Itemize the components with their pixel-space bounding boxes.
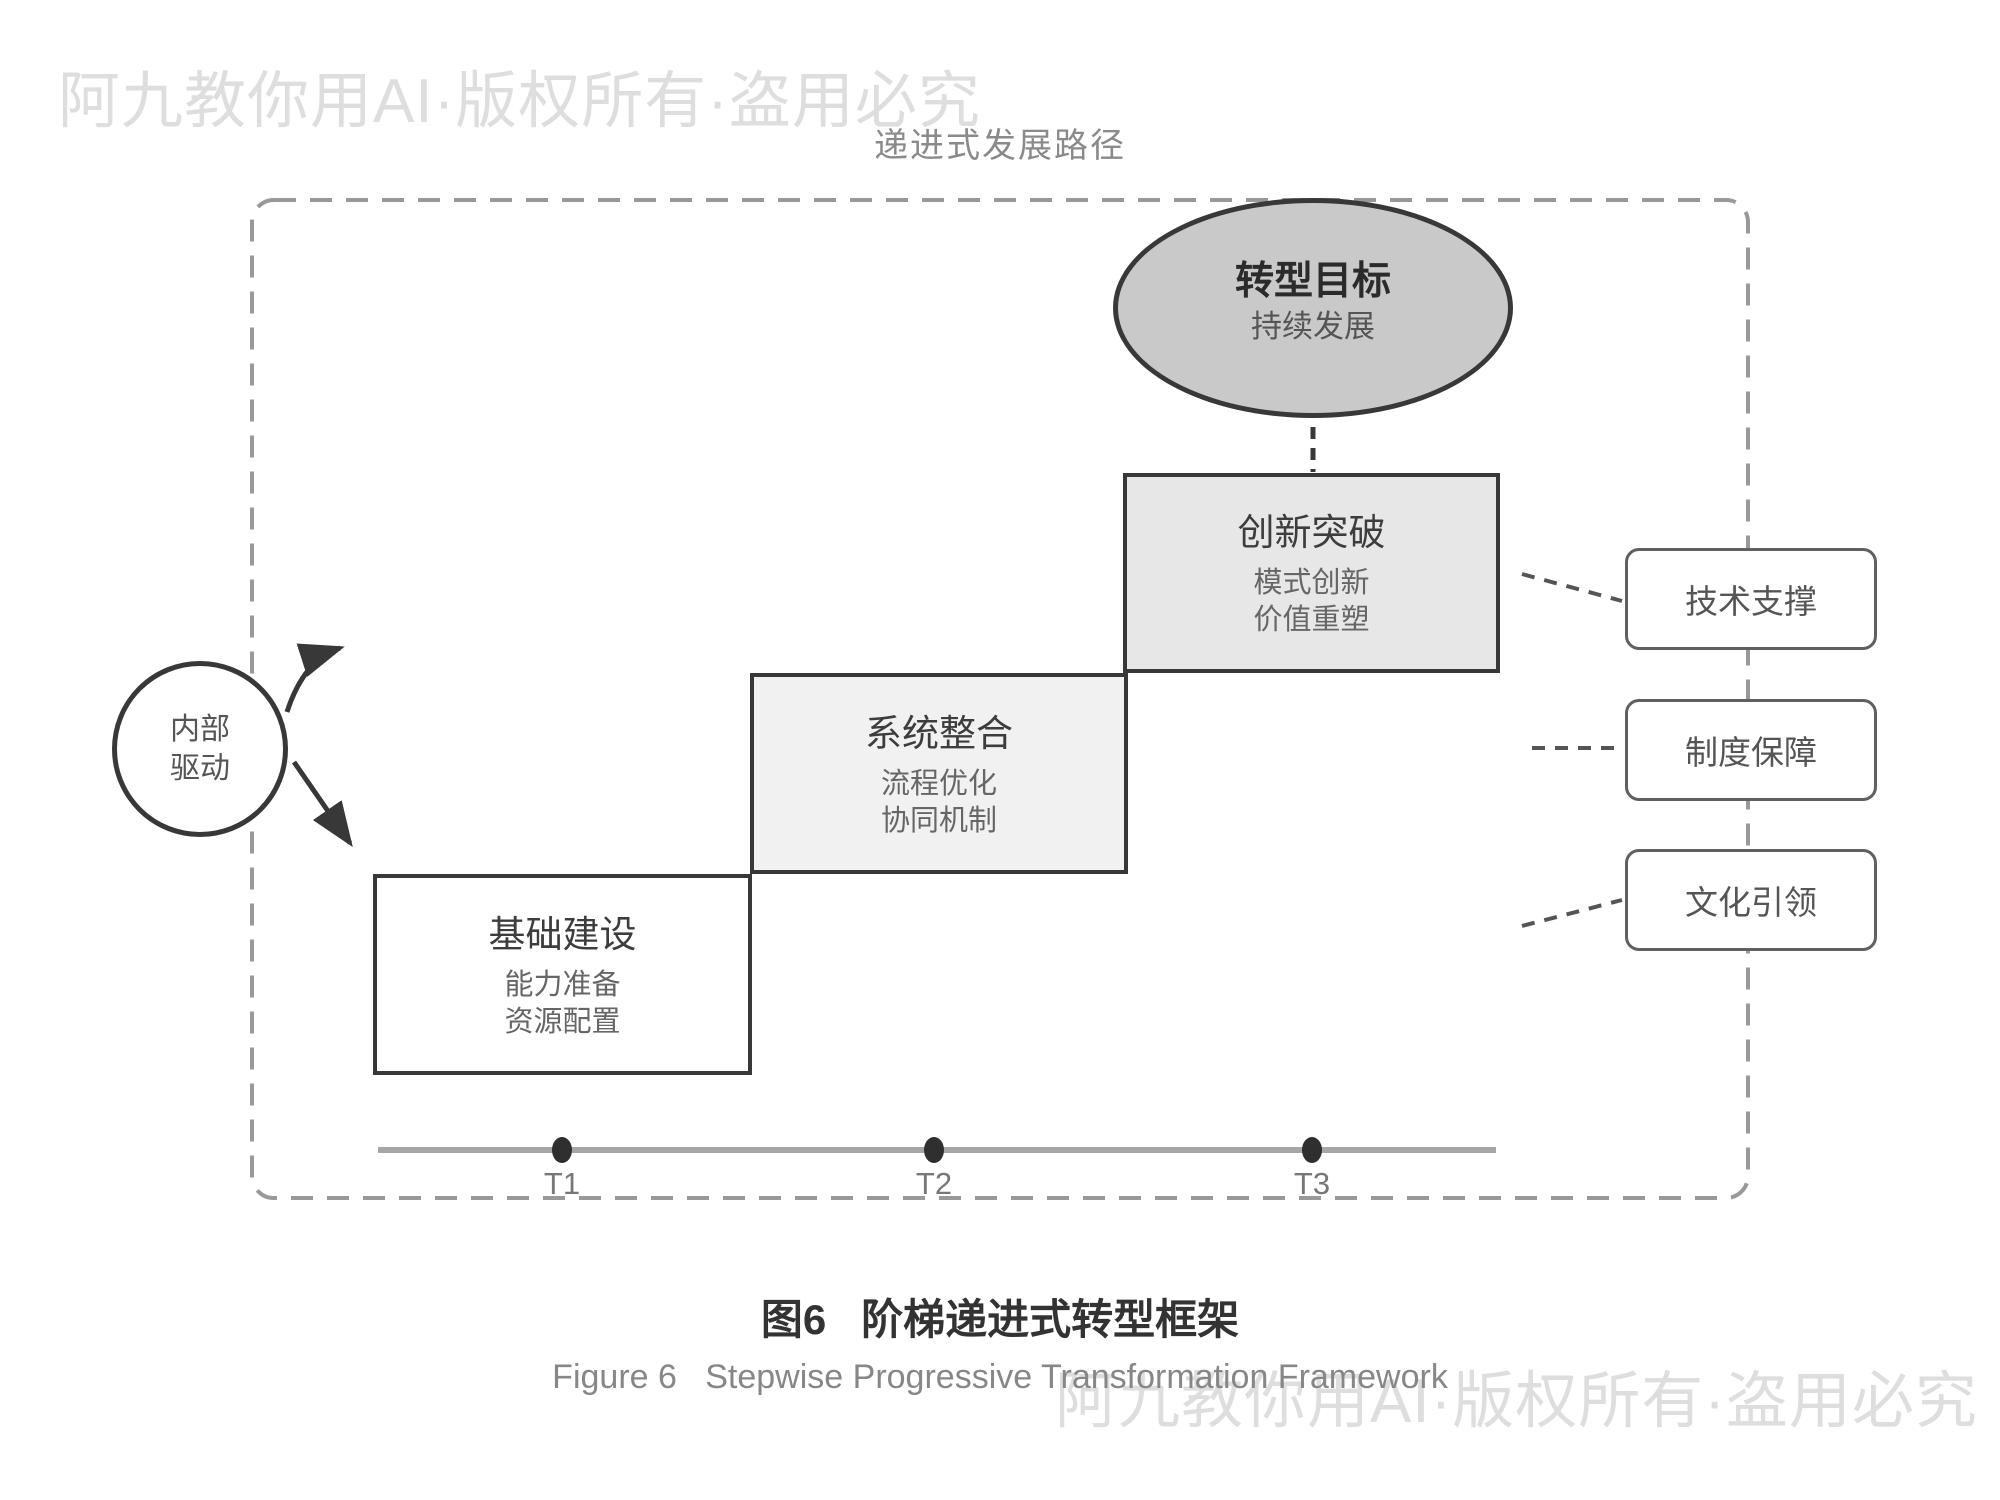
connector-to-support-culture <box>1521 898 1623 928</box>
timeline-dot-t3 <box>1302 1137 1322 1163</box>
goal-subtitle: 持续发展 <box>1251 309 1375 344</box>
stage-subtitle-line2: 价值重塑 <box>1253 604 1370 636</box>
timeline-label-t2: T2 <box>915 1166 953 1201</box>
timeline-label-t1: T1 <box>543 1166 581 1201</box>
stage-subtitle-line2: 协同机制 <box>880 804 997 837</box>
watermark-top: 阿九教你用AI·版权所有·盗用必究 <box>58 67 981 136</box>
stage-subtitle-line1: 能力准备 <box>504 968 621 1001</box>
stage-box-innovation: 创新突破 模式创新 价值重塑 <box>1123 473 1500 673</box>
timeline-label-t3: T3 <box>1293 1166 1331 1201</box>
stage-subtitle: 流程优化 协同机制 <box>881 766 997 840</box>
driver-curved-arrow <box>284 643 345 713</box>
diagram-title: 递进式发展路径 <box>874 127 1126 165</box>
stage-subtitle-line1: 模式创新 <box>1253 567 1370 599</box>
stage-title: 创新突破 <box>1237 512 1386 553</box>
goal-title: 转型目标 <box>1234 260 1391 303</box>
support-box-policy: 制度保障 <box>1625 699 1877 801</box>
support-box-tech: 技术支撑 <box>1625 548 1877 650</box>
driver-straight-arrow <box>291 760 353 848</box>
stage-subtitle-line2: 资源配置 <box>504 1005 621 1038</box>
timeline-dot-t1 <box>552 1137 572 1163</box>
driver-circle: 内部 驱动 <box>112 661 288 837</box>
stage-box-integration: 系统整合 流程优化 协同机制 <box>750 673 1128 874</box>
stage-subtitle-line1: 流程优化 <box>880 767 997 800</box>
stage-title: 系统整合 <box>865 712 1013 754</box>
support-label: 技术支撑 <box>1685 583 1817 620</box>
figure-caption-en: Figure 6 Stepwise Progressive Transforma… <box>552 1358 1448 1396</box>
stage-title: 基础建设 <box>488 913 637 955</box>
timeline-dot-t2 <box>924 1137 944 1163</box>
support-box-culture: 文化引领 <box>1625 849 1877 951</box>
driver-label-line1: 内部 <box>170 713 230 746</box>
connector-to-support-tech <box>1521 572 1623 603</box>
goal-ellipse: 转型目标 持续发展 <box>1113 198 1513 418</box>
stage-box-foundation: 基础建设 能力准备 资源配置 <box>373 874 752 1075</box>
watermark-bottom: 阿九教你用AI·版权所有·盗用必究 <box>1055 1367 1978 1436</box>
stage-subtitle: 能力准备 资源配置 <box>504 967 620 1041</box>
stage-subtitle: 模式创新 价值重塑 <box>1253 565 1369 639</box>
figure-caption-zh: 图6 阶梯递进式转型框架 <box>760 1296 1240 1343</box>
support-label: 制度保障 <box>1685 734 1817 771</box>
driver-label-line2: 驱动 <box>170 752 230 785</box>
support-label: 文化引领 <box>1685 884 1817 921</box>
